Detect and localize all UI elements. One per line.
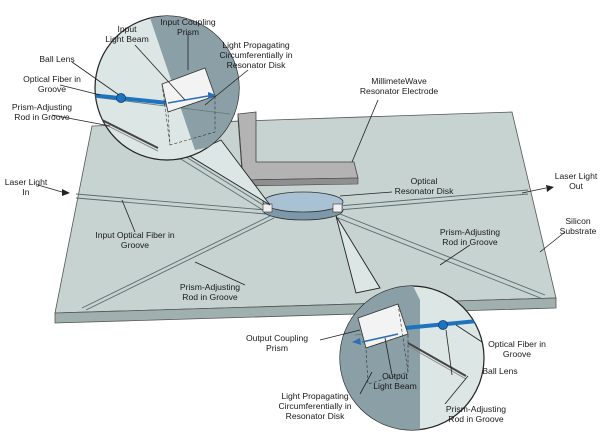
magnifier-bottom-pointer	[335, 215, 381, 294]
input-prism-small	[262, 203, 273, 213]
input-light-beam-line-1: Input	[117, 24, 137, 34]
magnified-input-beam	[167, 95, 209, 104]
laser-light-out-line-2: Out	[569, 181, 583, 191]
prism-rod-bottom-line-1: Prism-Adjusting	[180, 282, 240, 292]
laser-light-in-line-2: In	[22, 187, 29, 197]
magnified-rod-bottom	[407, 342, 467, 377]
light-propagating-bottom-line-1: Light Propagating	[281, 391, 349, 401]
magnified-output-beam	[361, 333, 399, 343]
prism-rod-bottom-right-line-1: Prism-Adjusting	[446, 404, 506, 414]
optical-fiber-top-line-2: Groove	[38, 84, 66, 94]
input-optical-fiber-line-2: Groove	[121, 240, 149, 250]
leader-lines	[37, 33, 566, 405]
laser-light-in-line-1: Laser Light	[5, 177, 48, 187]
optical-resonator-disk	[262, 191, 344, 221]
light-propagating-top-line-1: Light Propagating	[222, 40, 290, 50]
millimeter-wave-electrode-line-2: Resonator Electrode	[360, 86, 439, 96]
input-coupling-prism-line-2: Prism	[177, 27, 199, 37]
millimeter-wave-electrode-line-1: MillimeteWave	[371, 76, 427, 86]
ball-lens-top-line-1: Ball Lens	[39, 54, 74, 64]
output-coupling-prism-line-2: Prism	[266, 343, 288, 353]
prism-rod-bottom-line-2: Rod in Groove	[182, 292, 238, 302]
prism-rod-bottom-right-line-2: Rod in Groove	[448, 414, 504, 424]
optical-fiber-bottom-line-2: Groove	[503, 349, 531, 359]
light-propagating-top-line-3: Resonator Disk	[227, 60, 286, 70]
output-fiber-groove	[337, 189, 529, 207]
magnified-rod	[97, 117, 159, 149]
input-fiber-groove	[75, 193, 267, 211]
rod-groove-lower-right	[339, 213, 546, 296]
magnified-output-prism	[357, 303, 409, 349]
optical-resonator-disk-line-1: Optical	[411, 176, 438, 186]
output-prism-small	[332, 203, 343, 213]
optical-resonator-disk-line-2: Resonator Disk	[395, 186, 454, 196]
prism-rod-right-line-1: Prism-Adjusting	[440, 227, 500, 237]
magnified-fiber	[95, 93, 169, 105]
label-ball-lens-top: Ball Lens	[39, 54, 74, 64]
prism-rod-right-line-2: Rod in Groove	[442, 237, 498, 247]
silicon-substrate-line-2: Substrate	[560, 226, 597, 236]
label-ball-lens-bottom: Ball Lens	[482, 366, 517, 376]
rod-groove-lower-left	[81, 215, 271, 309]
optical-fiber-top-line-1: Optical Fiber in	[23, 74, 81, 84]
output-light-beam-line-2: Light Beam	[373, 381, 416, 391]
input-light-beam-line-2: Light Beam	[105, 34, 148, 44]
magnified-ball-lens-bottom	[438, 320, 448, 330]
ball-lens-bottom-line-1: Ball Lens	[482, 366, 517, 376]
light-propagating-bottom-line-3: Resonator Disk	[286, 411, 345, 421]
light-propagating-top-line-2: Circumferentially in	[219, 50, 292, 60]
input-optical-fiber-line-1: Input Optical Fiber in	[95, 230, 175, 240]
optical-fiber-bottom-line-1: Optical Fiber in	[488, 339, 546, 349]
silicon-substrate-line-1: Silicon	[565, 216, 591, 226]
magnifier-bottom	[335, 215, 485, 431]
magnified-ball-lens	[116, 93, 126, 103]
input-coupling-prism-line-1: Input Coupling	[160, 17, 216, 27]
laser-light-out-line-1: Laser Light	[555, 171, 598, 181]
output-coupling-prism-line-1: Output Coupling	[246, 333, 308, 343]
prism-rod-top-line-2: Rod in Groove	[14, 112, 70, 122]
magnifier-top	[94, 15, 271, 206]
light-propagating-bottom-line-2: Circumferentially in	[278, 401, 351, 411]
output-light-beam-line-1: Output	[382, 371, 408, 381]
prism-rod-top-line-1: Prism-Adjusting	[12, 102, 72, 112]
